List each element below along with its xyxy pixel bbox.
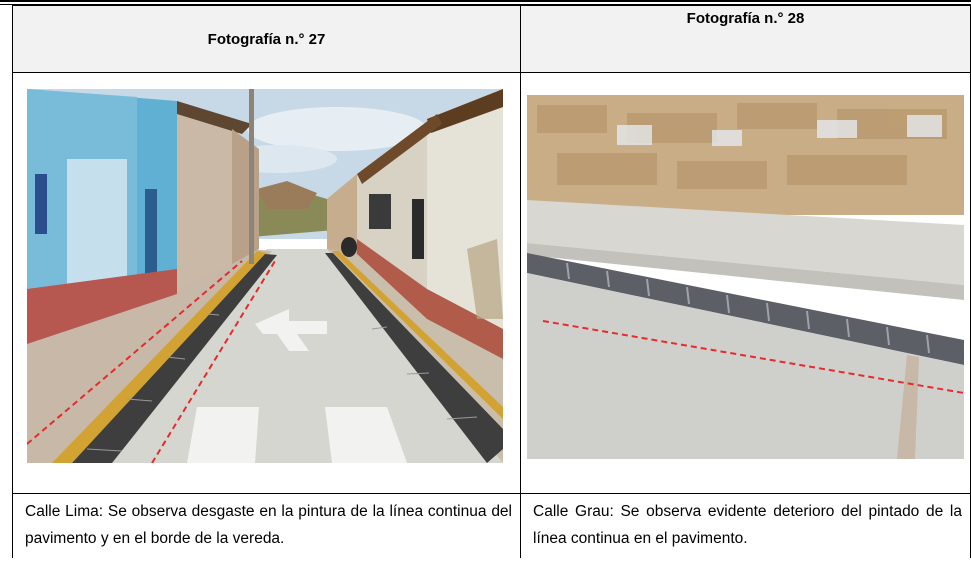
photo-28-cell	[520, 72, 971, 494]
photo-28-header: Fotografía n.° 28	[520, 5, 971, 73]
photo-27-header: Fotografía n.° 27	[12, 5, 521, 73]
top-border-line-secondary	[0, 4, 971, 5]
top-border-line	[0, 0, 971, 2]
photo-28-street-image	[527, 95, 964, 459]
photo-27-caption: Calle Lima: Se observa desgaste en la pi…	[12, 493, 521, 558]
photo-table: Fotografía n.° 27 Fotografía n.° 28	[12, 5, 971, 558]
photo-27-left-marker-line	[27, 260, 243, 445]
photo-27-cell	[12, 72, 521, 494]
photo-28-caption: Calle Grau: Se observa evidente deterior…	[520, 493, 971, 558]
photo-28-marker-line	[542, 320, 964, 394]
photo-27-street-image	[27, 89, 503, 463]
